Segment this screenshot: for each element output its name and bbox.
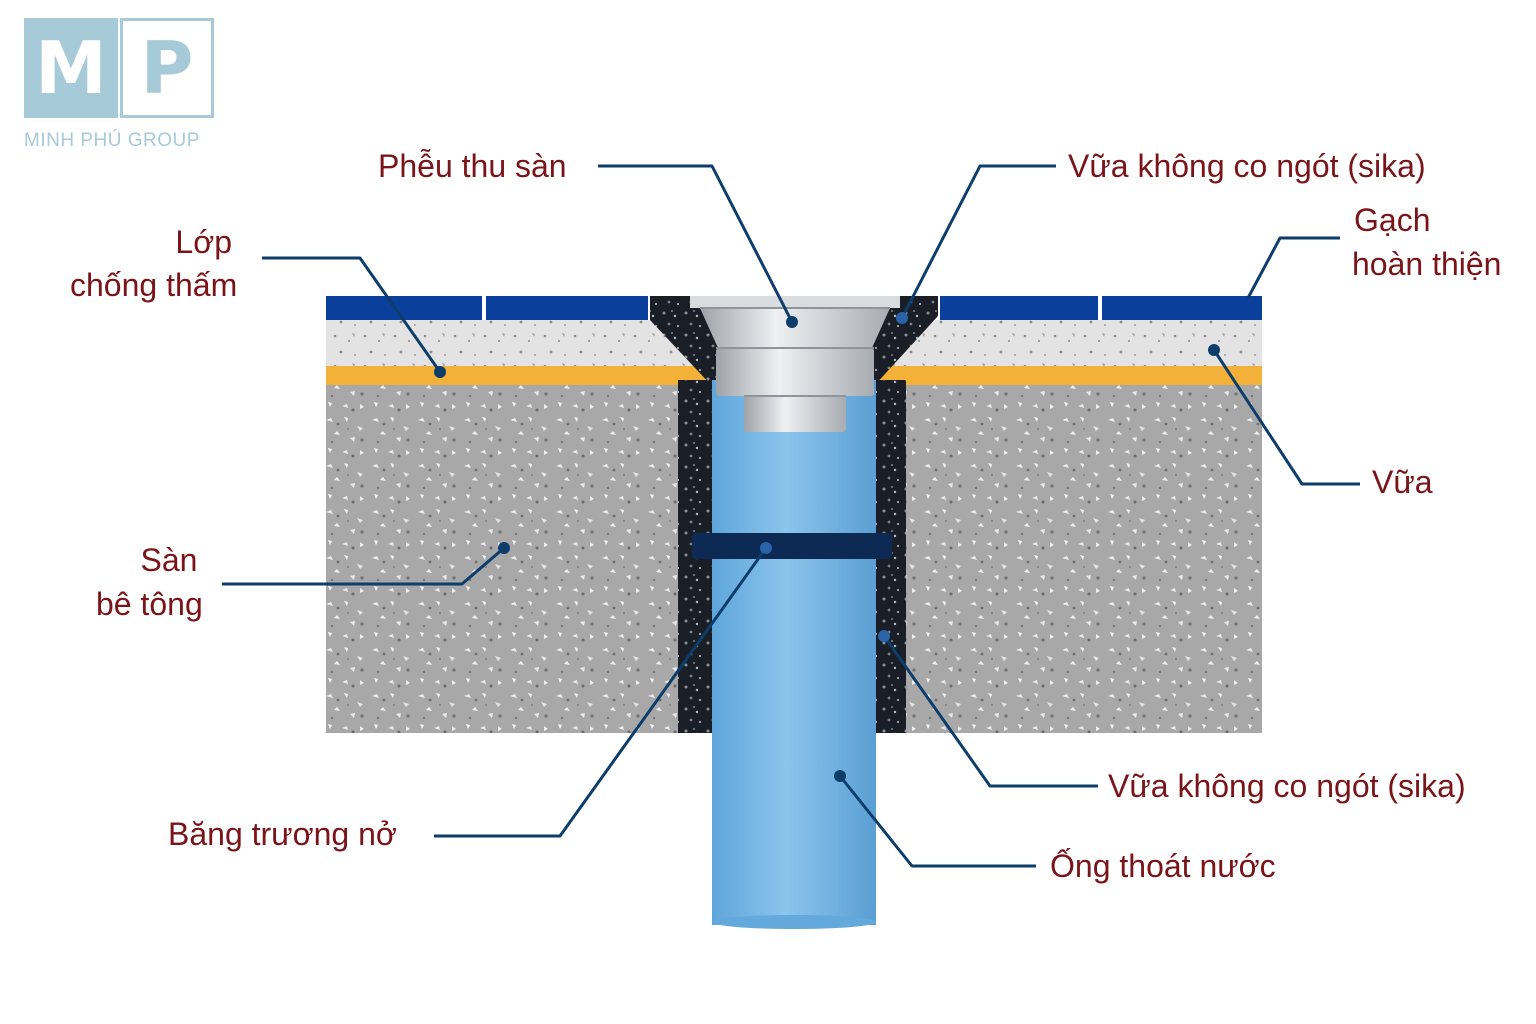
label-ong-thoat-nuoc: Ống thoát nước [1050, 848, 1276, 884]
logo-letter-m: M [24, 18, 118, 118]
dot-pheu-thu-san [786, 316, 798, 328]
dot-vua [1208, 344, 1220, 356]
label-gach-line2: hoàn thiện [1352, 246, 1502, 282]
leader-pheu-thu-san [598, 164, 794, 323]
leader-vua [1212, 349, 1360, 486]
leader-bang-truong-no [434, 547, 768, 838]
label-lop-line1: Lớp [175, 224, 232, 260]
leader-san-be-tong [222, 546, 505, 586]
dot-bang-truong-no [760, 542, 772, 554]
concrete-slab-right [906, 385, 1262, 733]
mortar-layer-right [874, 320, 1262, 366]
leader-ong-thoat-nuoc [838, 775, 1036, 868]
leader-vua-sika-top [900, 164, 1056, 319]
brand-name: MINH PHÚ GROUP [24, 130, 200, 151]
dot-ong-thoat-nuoc [834, 770, 846, 782]
label-vua-sika-bottom: Vữa không co ngót (sika) [1108, 768, 1466, 804]
swelling-band [692, 533, 892, 559]
finish-tiles [326, 296, 1262, 320]
label-san-line1: Sàn [140, 542, 198, 578]
dot-vua-sika-top [896, 312, 908, 324]
floor-drain-funnel [690, 296, 900, 432]
label-san-line2: bê tông [96, 586, 203, 622]
drain-pipe-bottom [712, 915, 876, 929]
mortar-layer-left [326, 320, 712, 366]
label-pheu-thu-san: Phễu thu sàn [378, 148, 567, 184]
brand-logo: M P MINH PHÚ GROUP [24, 18, 218, 151]
leader-lop-chong-tham [262, 256, 442, 373]
label-vua: Vữa [1372, 464, 1433, 500]
label-bang-truong-no: Băng trương nở [168, 816, 397, 852]
waterproof-layer-right [874, 366, 1262, 385]
drain-pipe [712, 380, 876, 925]
leader-gach [1246, 236, 1340, 299]
waterproof-layer-left [326, 366, 712, 385]
dot-vua-sika-bottom [878, 630, 890, 642]
leader-vua-sika-bottom [882, 635, 1098, 788]
label-gach-line1: Gạch [1354, 202, 1431, 238]
label-vua-sika-top: Vữa không co ngót (sika) [1068, 148, 1426, 184]
dot-lop-chong-tham [434, 366, 446, 378]
concrete-slab-left [326, 385, 678, 733]
logo-letter-p: P [120, 18, 214, 118]
label-lop-line2: chống thấm [70, 267, 238, 303]
dot-san-be-tong [498, 542, 510, 554]
